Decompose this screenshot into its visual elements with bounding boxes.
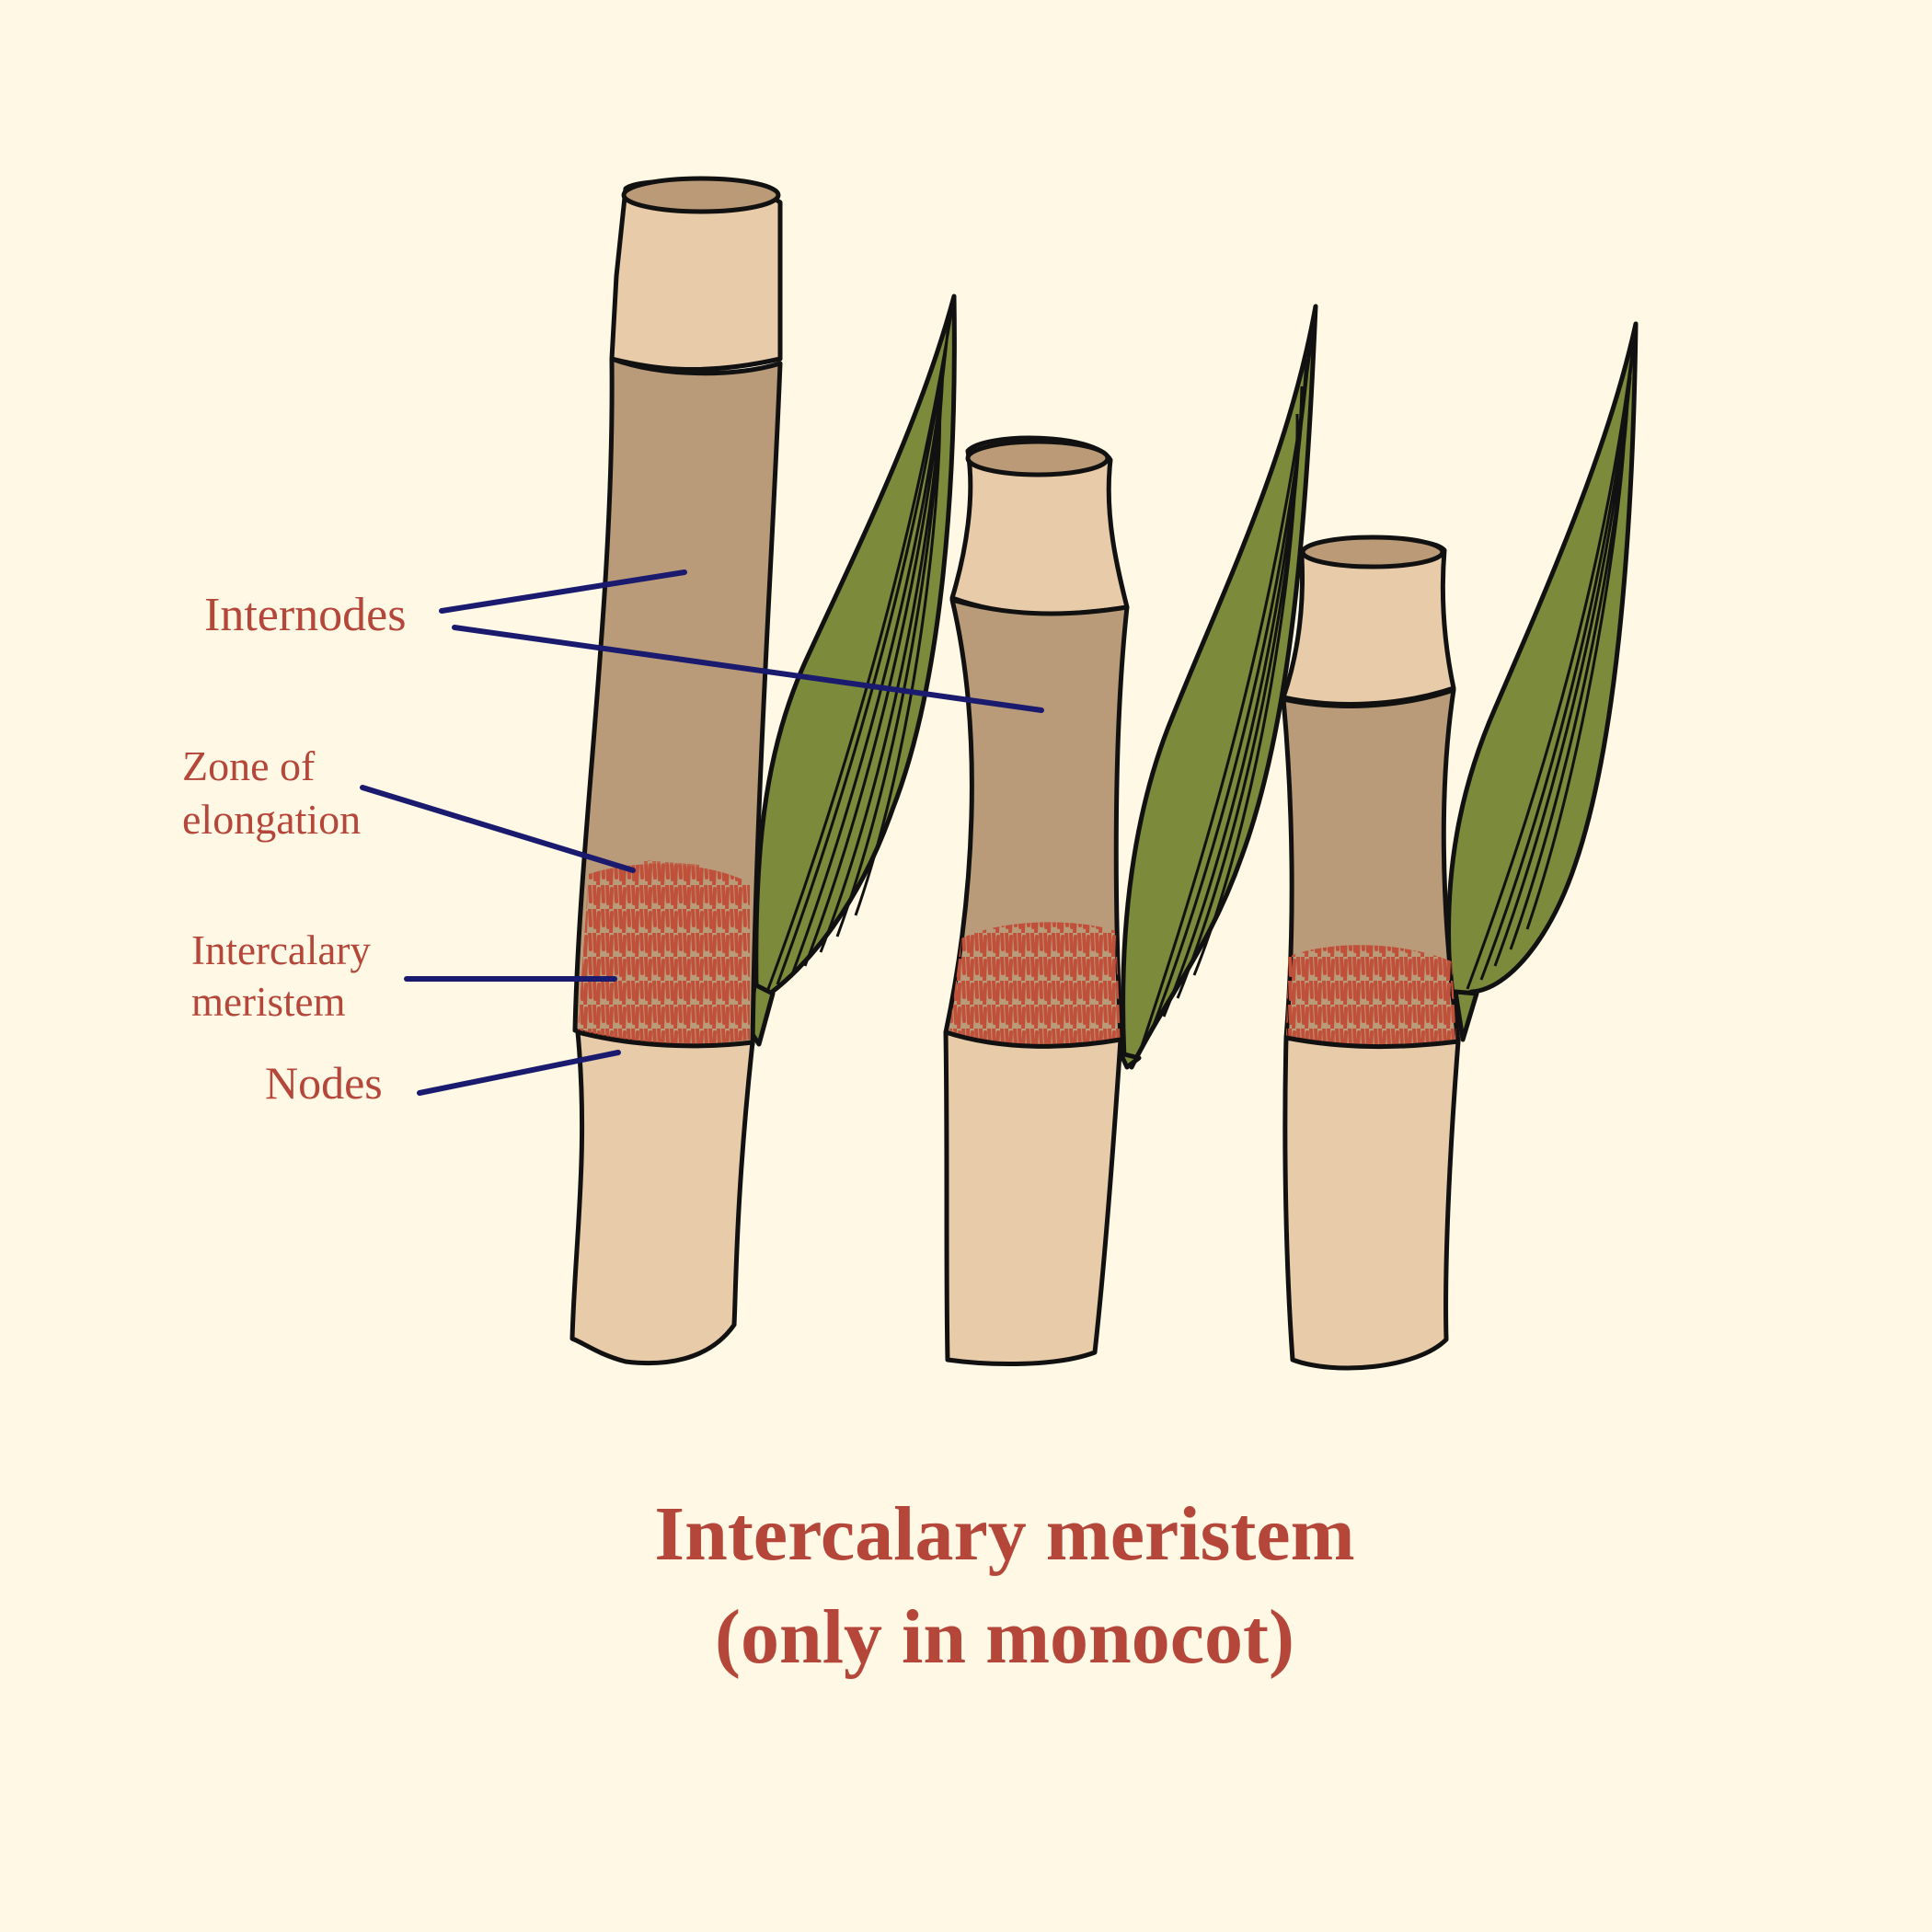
title-line-1: Intercalary meristem — [654, 1491, 1355, 1577]
label-nodes: Nodes — [265, 1057, 383, 1109]
label-meristem-line-1: Intercalary — [191, 927, 371, 973]
leaf-middle — [1118, 304, 1318, 1070]
diagram-title: Intercalary meristem (only in monocot) — [0, 1483, 1932, 1688]
pointer-internodes-left — [439, 569, 687, 614]
pointer-nodes — [417, 1050, 621, 1096]
label-zone-line-1: Zone of — [182, 742, 316, 789]
label-meristem-line-2: meristem — [191, 979, 346, 1026]
label-internodes: Internodes — [204, 589, 407, 641]
stem-left — [569, 176, 957, 1366]
stem-right — [1281, 321, 1639, 1371]
label-zone-of-elongation: Zone of elongation — [182, 740, 361, 845]
title-line-2: (only in monocot) — [715, 1593, 1294, 1680]
stem-middle — [943, 304, 1318, 1367]
leaf-right — [1446, 321, 1639, 1042]
label-zone-line-2: elongation — [182, 795, 362, 843]
label-intercalary-meristem: Intercalary meristem — [191, 925, 371, 1029]
pointer-zone-of-elongation — [360, 785, 636, 873]
pointer-lines — [360, 569, 1044, 1096]
pointer-internodes-middle — [452, 625, 1044, 713]
